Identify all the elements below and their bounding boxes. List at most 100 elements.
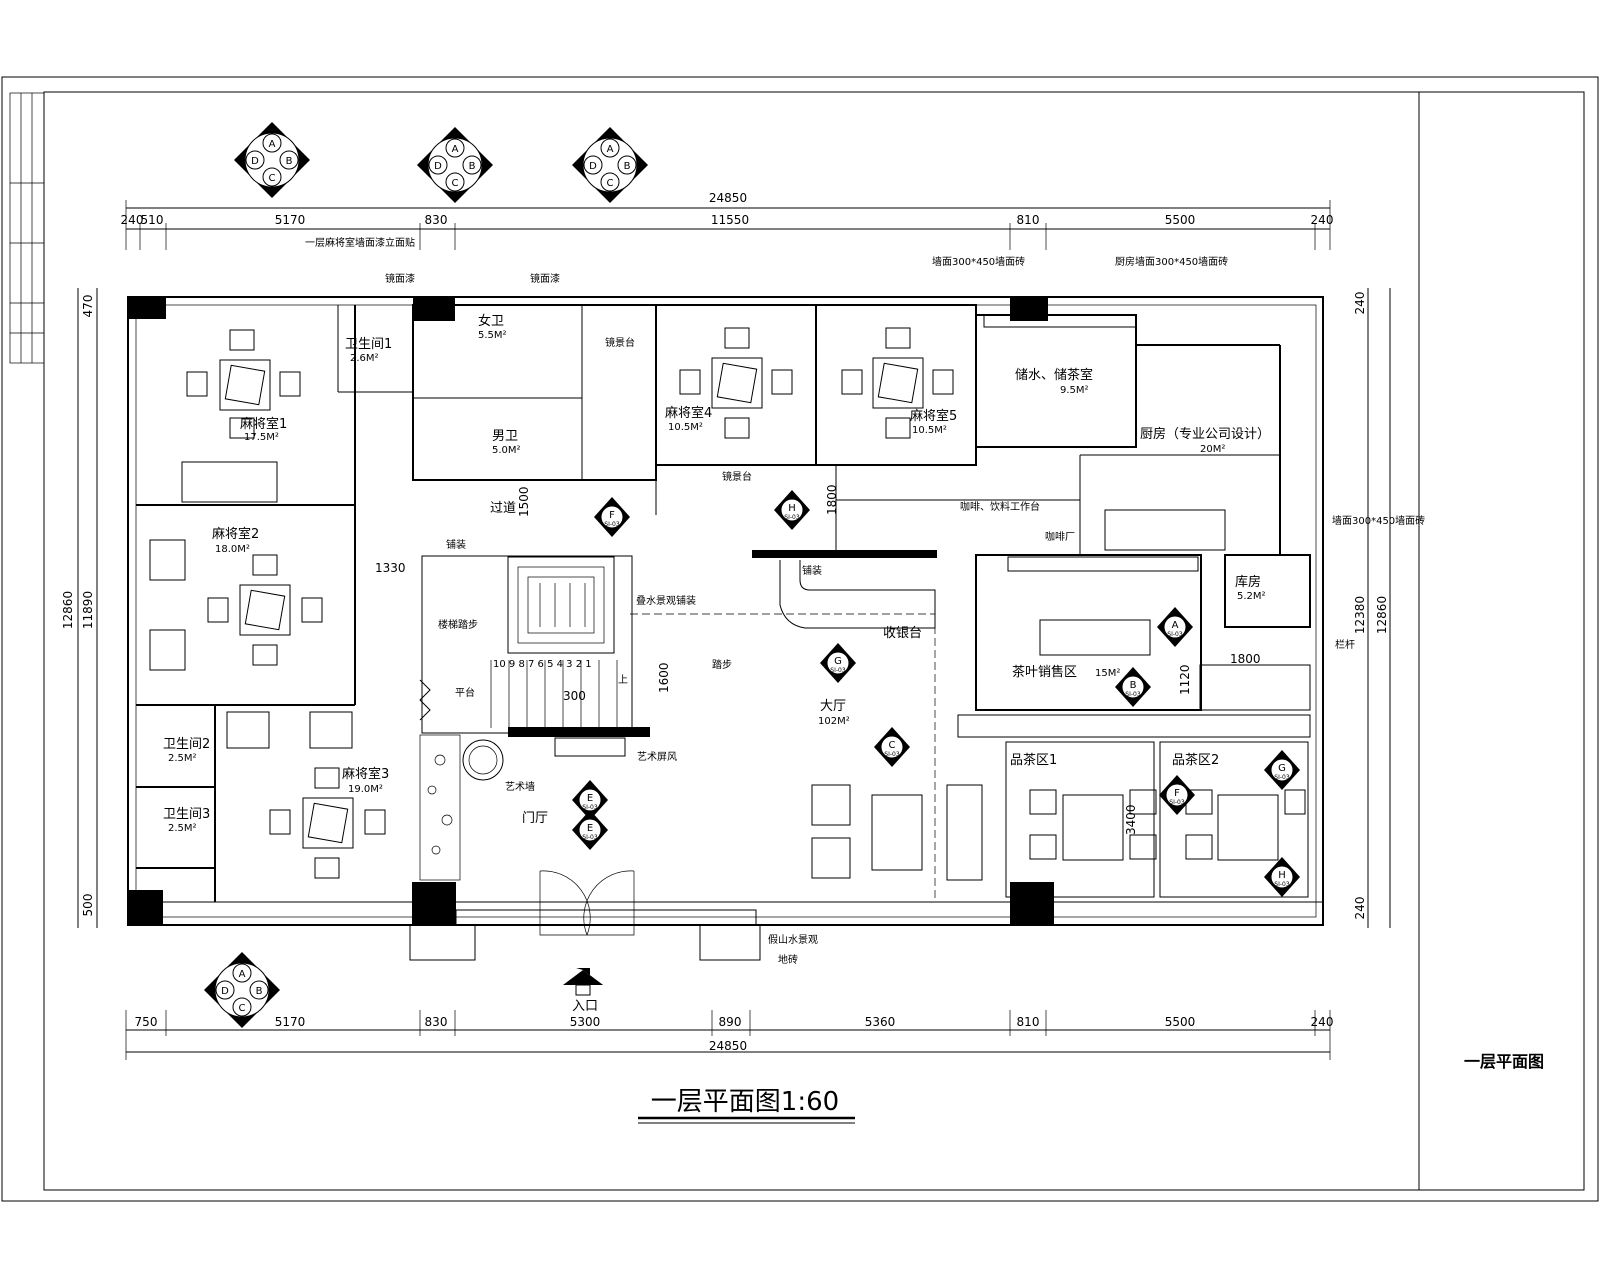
room-labels: 麻将室1 17.5M² 麻将室2 18.0M² 麻将室3 19.0M² 麻将室4… bbox=[163, 313, 1270, 1014]
mahjong5-area: 10.5M² bbox=[912, 425, 947, 436]
dim-inner-0: 1500 bbox=[517, 486, 531, 517]
elevation-marker-letter: C bbox=[269, 173, 276, 184]
foyer-name: 门厅 bbox=[522, 811, 548, 826]
elevation-marker-letter: B bbox=[286, 156, 293, 167]
cashier-counter bbox=[752, 550, 937, 629]
section-marker-code: SI-03 bbox=[1274, 881, 1290, 888]
title-text: 一层平面图1:60 bbox=[651, 1087, 839, 1117]
dim-bottom-0: 750 bbox=[135, 1015, 158, 1029]
note-railing: 栏杆 bbox=[1335, 638, 1355, 651]
dim-top-3: 830 bbox=[425, 213, 448, 227]
dim-top-4: 11550 bbox=[711, 213, 749, 227]
wc3-name: 卫生间3 bbox=[163, 807, 210, 822]
section-marker-letter: H bbox=[1278, 870, 1286, 881]
elevation-marker-letter: D bbox=[434, 161, 442, 172]
section-marker-code: SI-03 bbox=[830, 667, 846, 674]
note-paving1: 铺装 bbox=[446, 538, 466, 551]
dim-top-1: 510 bbox=[141, 213, 164, 227]
female-wc-name: 女卫 bbox=[478, 313, 504, 329]
elevation-marker-letter: A bbox=[239, 969, 246, 980]
dim-right-1: 12380 bbox=[1353, 596, 1367, 634]
elevation-marker-letter: C bbox=[239, 1003, 246, 1014]
warehouse-area: 5.2M² bbox=[1237, 591, 1266, 602]
note-floor-tile: 地砖 bbox=[778, 953, 798, 966]
section-marker: GSI-03 bbox=[820, 643, 856, 683]
dim-inner-4: 300 bbox=[563, 689, 586, 703]
section-marker-code: SI-03 bbox=[604, 521, 620, 528]
bottom-dimensions: 750 5170 830 5300 890 5360 810 5500 240 … bbox=[125, 1010, 1334, 1060]
side-dimensions: 470 12860 11890 500 240 12380 12860 240 bbox=[61, 288, 1391, 928]
dim-left-3: 500 bbox=[81, 894, 95, 917]
mahjong-table-2 bbox=[149, 539, 323, 671]
note-water: 叠水景观铺装 bbox=[636, 594, 696, 607]
wc2-name: 卫生间2 bbox=[163, 737, 210, 752]
section-marker: ESI-03 bbox=[572, 780, 608, 820]
sheet-name: 一层平面图 bbox=[1464, 1052, 1544, 1071]
male-wc-area: 5.0M² bbox=[492, 445, 521, 456]
mahjong-table-4 bbox=[679, 327, 793, 439]
elevation-marker-letter: B bbox=[256, 986, 263, 997]
elevation-marker-letter: A bbox=[607, 144, 614, 155]
note-art-wall: 艺术墙 bbox=[505, 780, 535, 793]
elevation-marker-letter: D bbox=[589, 161, 597, 172]
dim-bottom-1: 5170 bbox=[275, 1015, 306, 1029]
section-marker-code: SI-03 bbox=[1125, 691, 1141, 698]
mahjong4-area: 10.5M² bbox=[668, 422, 703, 433]
mahjong3-area: 19.0M² bbox=[348, 784, 383, 795]
dim-top-6: 5500 bbox=[1165, 213, 1196, 227]
dim-top-5: 810 bbox=[1017, 213, 1040, 227]
dim-inner-5: 1120 bbox=[1178, 664, 1192, 695]
section-marker-code: SI-03 bbox=[582, 834, 598, 841]
note-stair-up: 上 bbox=[618, 674, 628, 686]
stair-area bbox=[419, 555, 650, 881]
tea2-name: 品茶区2 bbox=[1172, 752, 1219, 768]
mahjong4-name: 麻将室4 bbox=[665, 405, 712, 421]
dim-bottom-8: 240 bbox=[1311, 1015, 1334, 1029]
sheet-frame bbox=[1, 76, 1599, 1202]
note-art-screen: 艺术屏风 bbox=[637, 751, 677, 763]
dim-inner-2: 1330 bbox=[375, 561, 406, 575]
note-stair: 楼梯踏步 bbox=[438, 618, 478, 631]
elevation-marker-letter: A bbox=[269, 139, 276, 150]
dim-bottom-2: 830 bbox=[425, 1015, 448, 1029]
mahjong1-name: 麻将室1 bbox=[240, 416, 287, 432]
mahjong-table-5 bbox=[841, 327, 954, 439]
hall-name: 大厅 bbox=[820, 699, 846, 714]
wc2-area: 2.5M² bbox=[168, 753, 197, 764]
section-marker-code: SI-03 bbox=[1169, 799, 1185, 806]
entrance bbox=[409, 870, 761, 996]
kitchen-name: 厨房（专业公司设计） bbox=[1140, 426, 1270, 442]
warehouse-name: 库房 bbox=[1235, 574, 1261, 590]
note-wall-tile2: 厨房墙面300*450墙面砖 bbox=[1115, 255, 1228, 268]
note-platform: 平台 bbox=[455, 686, 475, 699]
mahjong2-area: 18.0M² bbox=[215, 544, 250, 555]
dim-top-2: 5170 bbox=[275, 213, 306, 227]
dim-inner-3: 1600 bbox=[657, 662, 671, 693]
section-marker-letter: E bbox=[587, 823, 593, 834]
section-marker-code: SI-03 bbox=[884, 751, 900, 758]
dim-left-0: 470 bbox=[81, 295, 95, 318]
section-marker-letter: F bbox=[1174, 788, 1180, 799]
dim-left-1: 12860 bbox=[61, 591, 75, 629]
section-marker: FSI-03 bbox=[594, 497, 630, 537]
elevation-marker-letter: C bbox=[452, 178, 459, 189]
dim-right-3: 240 bbox=[1353, 897, 1367, 920]
elevation-marker-letter: B bbox=[624, 161, 631, 172]
dim-bottom-7: 5500 bbox=[1165, 1015, 1196, 1029]
sofas bbox=[181, 461, 983, 881]
elevation-marker-letter: A bbox=[452, 144, 459, 155]
section-marker-letter: A bbox=[1172, 620, 1179, 631]
section-marker: HSI-03 bbox=[774, 490, 810, 530]
elevation-marker-letter: D bbox=[221, 986, 229, 997]
section-marker-code: SI-03 bbox=[1274, 774, 1290, 781]
note-mirror2: 镜面漆 bbox=[530, 272, 560, 285]
kitchen-area: 20M² bbox=[1200, 444, 1225, 455]
mahjong-table-1 bbox=[186, 329, 301, 439]
dim-inner-7: 3400 bbox=[1124, 804, 1138, 835]
elevation-marker-letter: B bbox=[469, 161, 476, 172]
note-coffee: 咖啡厂 bbox=[1045, 531, 1075, 543]
mahjong2-name: 麻将室2 bbox=[212, 526, 259, 542]
section-marker-letter: B bbox=[1130, 680, 1137, 691]
